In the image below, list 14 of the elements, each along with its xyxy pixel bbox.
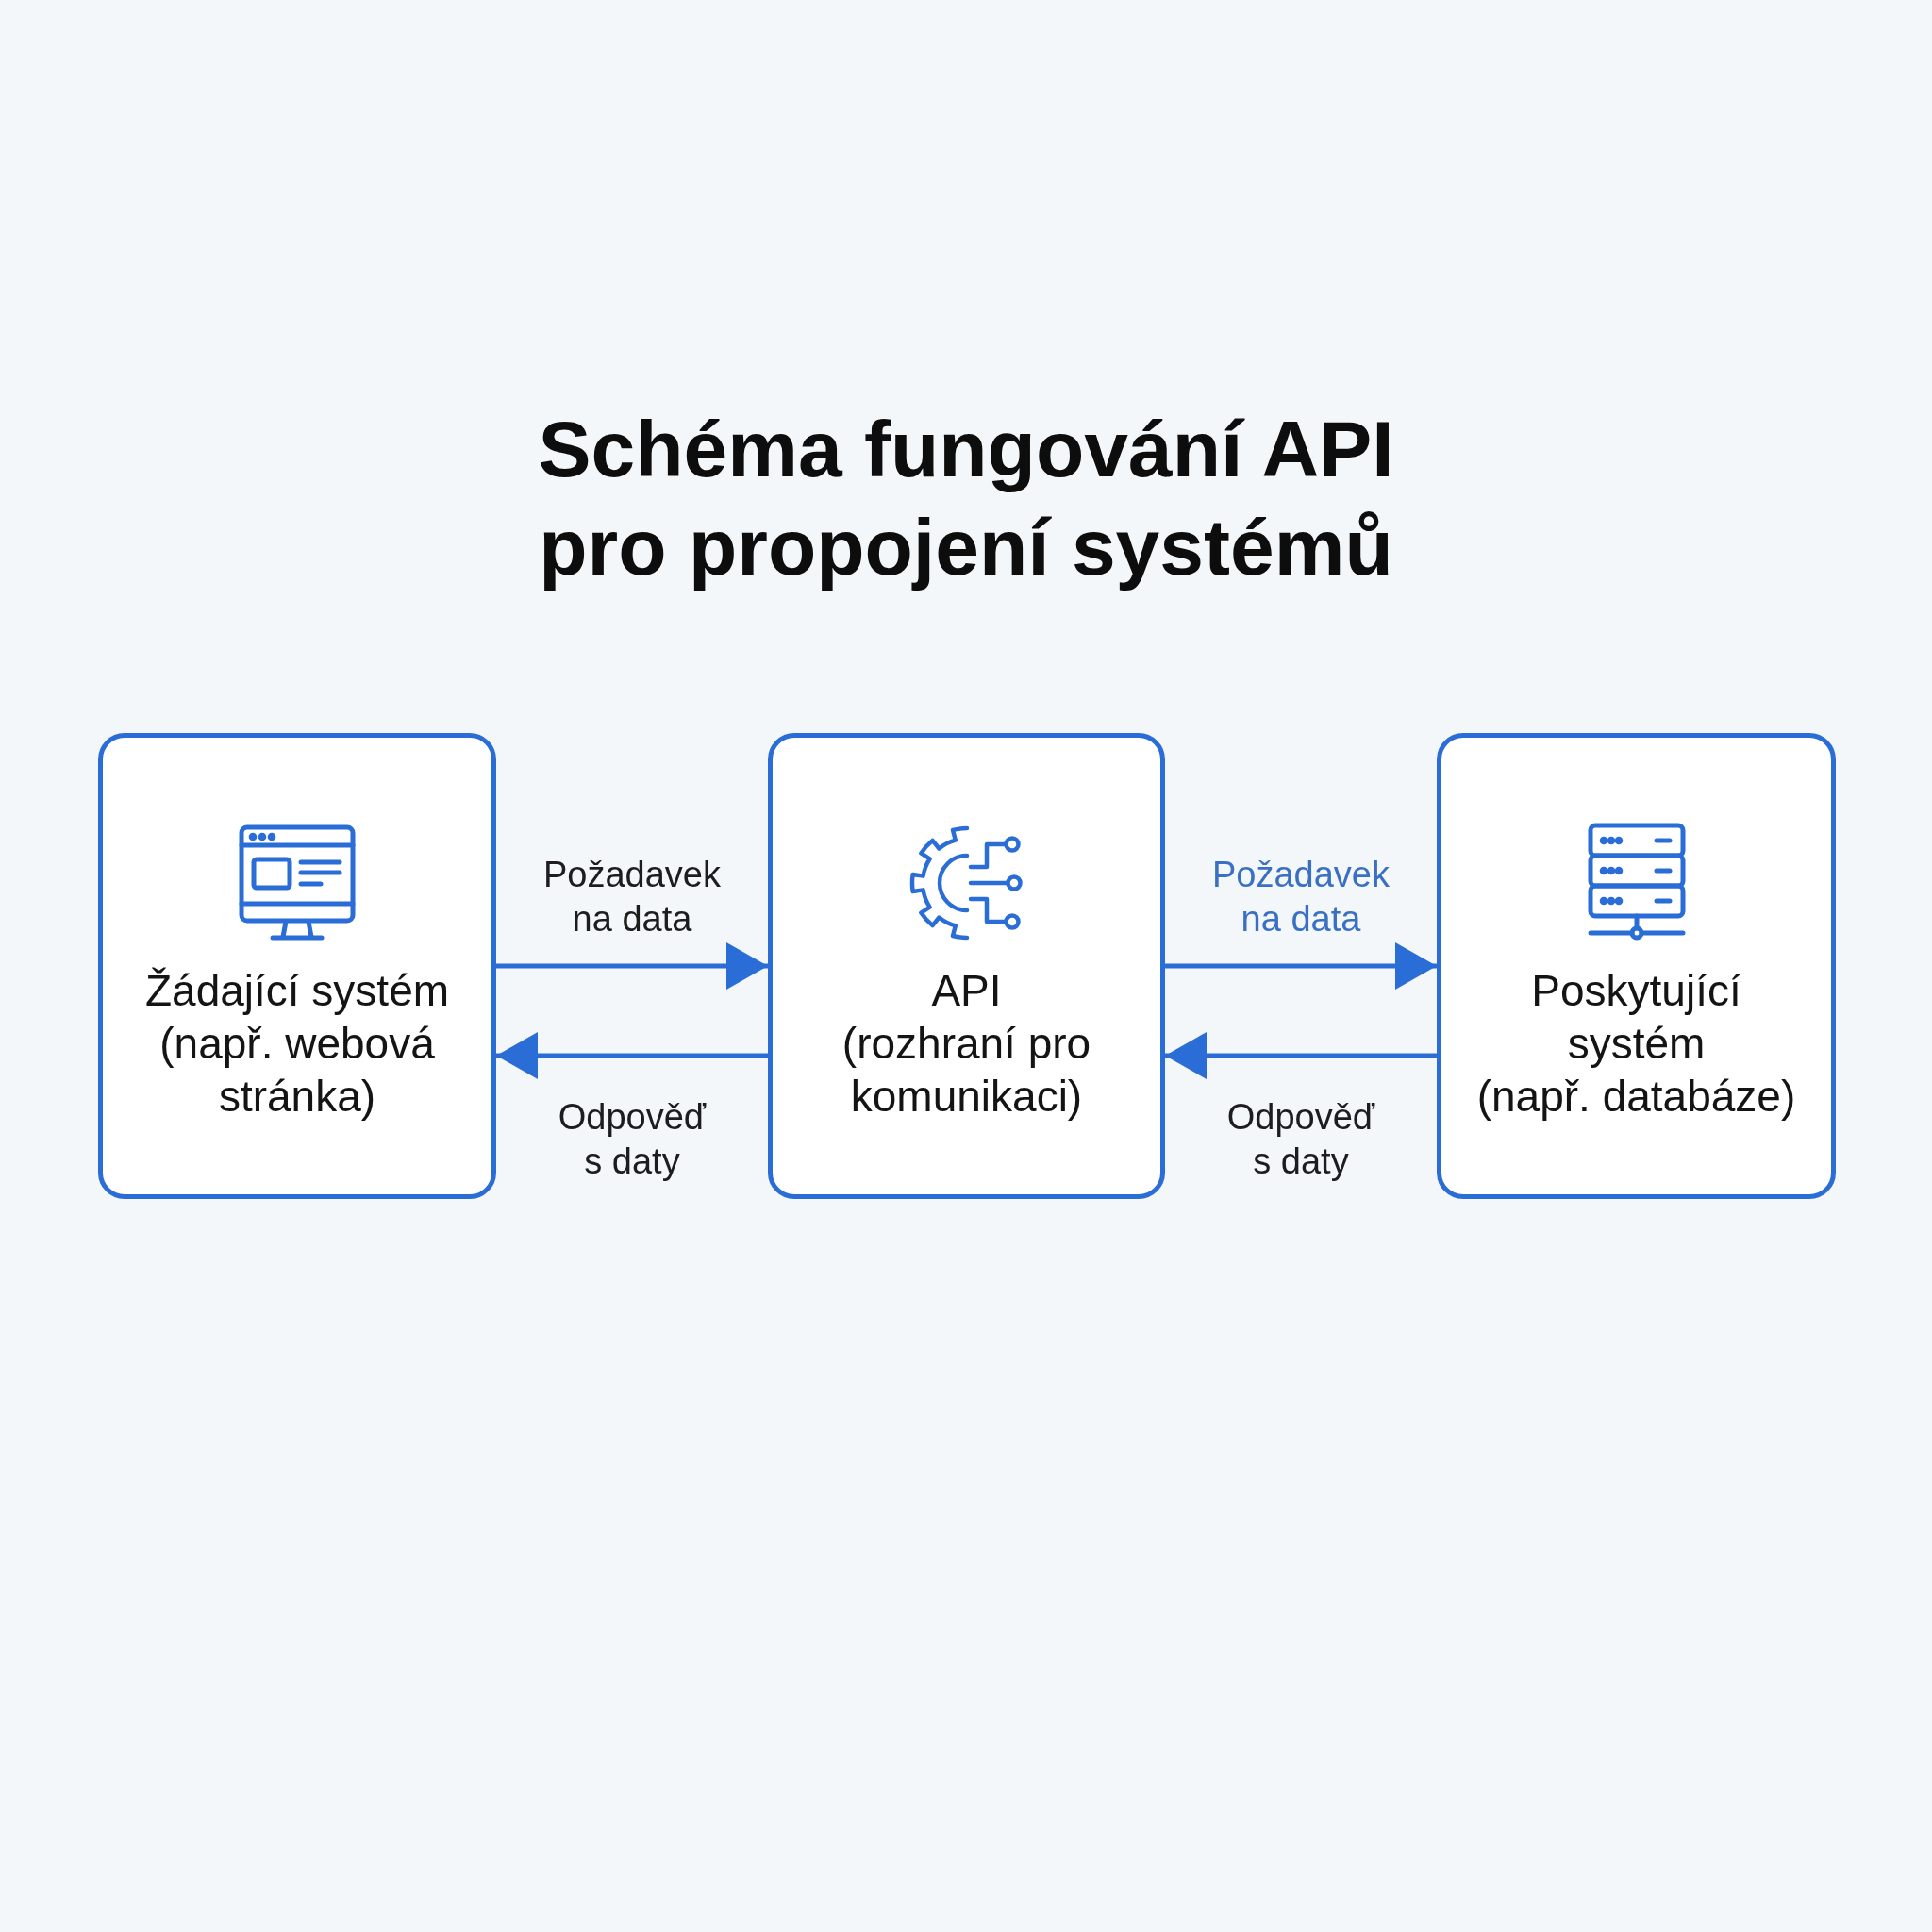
system-box bbox=[1437, 733, 1836, 1199]
box-title: Žádající systém bbox=[144, 965, 450, 1017]
box-description: (např. databáze) bbox=[1476, 1071, 1796, 1123]
arrow bbox=[1165, 1032, 1437, 1079]
arrow bbox=[1165, 942, 1437, 990]
system-box bbox=[98, 733, 496, 1199]
system-box bbox=[768, 733, 1165, 1199]
box-title: API bbox=[931, 965, 1002, 1017]
arrow bbox=[496, 942, 768, 990]
box-title: Poskytující systém bbox=[1530, 965, 1742, 1070]
box-description: (rozhraní pro komunikaci) bbox=[841, 1018, 1092, 1123]
box-description: (např. webová stránka) bbox=[158, 1018, 436, 1123]
diagram-title: Schéma fungování API pro propojení systémů bbox=[537, 404, 1395, 593]
arrow bbox=[496, 1032, 768, 1079]
